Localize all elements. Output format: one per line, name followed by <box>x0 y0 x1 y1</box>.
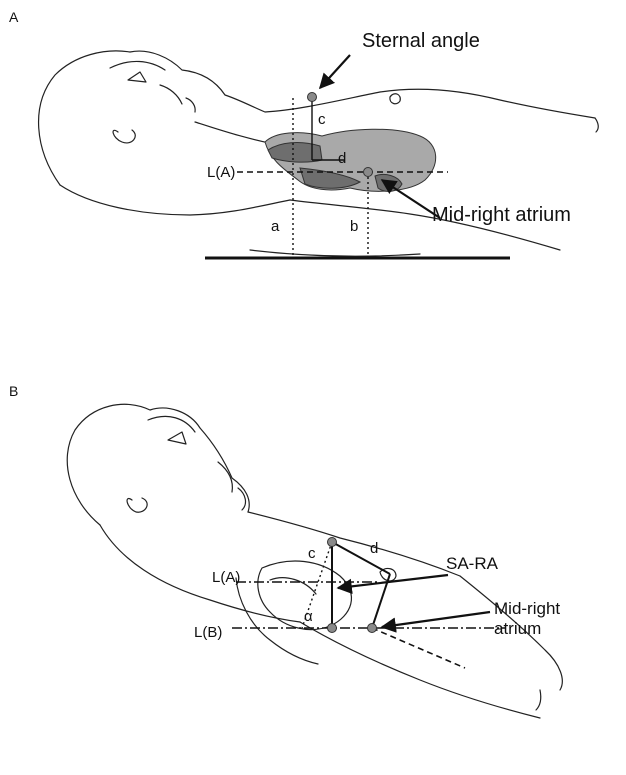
level-la-label-b: L(A) <box>212 569 240 586</box>
panel-a-letter: A <box>9 9 19 25</box>
mid-right-label-line1: Mid-right <box>494 599 560 618</box>
panel-b-letter: B <box>9 383 18 399</box>
mid-right-atrium-label: Mid-right atrium <box>432 204 571 226</box>
extension-line <box>372 628 465 668</box>
panel-b: B <box>9 383 562 718</box>
mid-right-atrium-marker-b <box>368 624 377 633</box>
heart-a <box>265 129 436 191</box>
sternal-angle-arrow <box>320 55 350 88</box>
level-b-marker <box>328 624 337 633</box>
sternal-angle-label: Sternal angle <box>362 30 480 52</box>
distance-c-label-b: c <box>308 545 316 562</box>
level-la-label: L(A) <box>207 164 235 181</box>
sa-ra-label: SA-RA <box>446 554 499 573</box>
mid-right-atrium-marker <box>364 168 373 177</box>
distance-a-label: a <box>271 218 280 235</box>
distance-d-label: d <box>338 150 346 167</box>
panel-a: A <box>9 9 598 258</box>
level-lb-label: L(B) <box>194 624 222 641</box>
distance-b-label: b <box>350 218 358 235</box>
sternal-angle-marker-b <box>328 538 337 547</box>
distance-c-label: c <box>318 111 326 128</box>
line-d-b <box>332 542 390 574</box>
mid-right-atrium-arrow-b <box>382 612 490 627</box>
sternal-angle-marker <box>308 93 317 102</box>
mid-right-label-line2: atrium <box>494 619 541 638</box>
distance-d-label-b: d <box>370 540 378 557</box>
angle-alpha-label: α <box>304 608 313 625</box>
sa-ra-arrow <box>338 575 448 588</box>
